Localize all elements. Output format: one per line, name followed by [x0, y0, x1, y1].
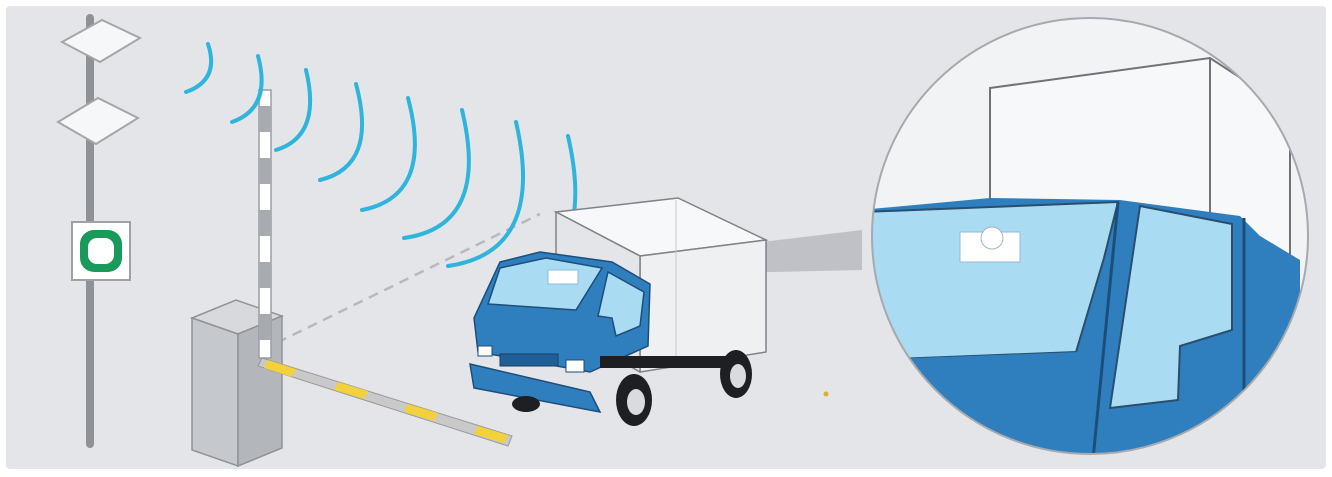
- windshield-rfid-tag: [548, 270, 578, 284]
- inset-rfid-chip: [981, 227, 1003, 249]
- status-signal-sign: [72, 222, 130, 280]
- rfid-reader-antenna: [259, 90, 271, 358]
- marker-dot: [824, 392, 829, 397]
